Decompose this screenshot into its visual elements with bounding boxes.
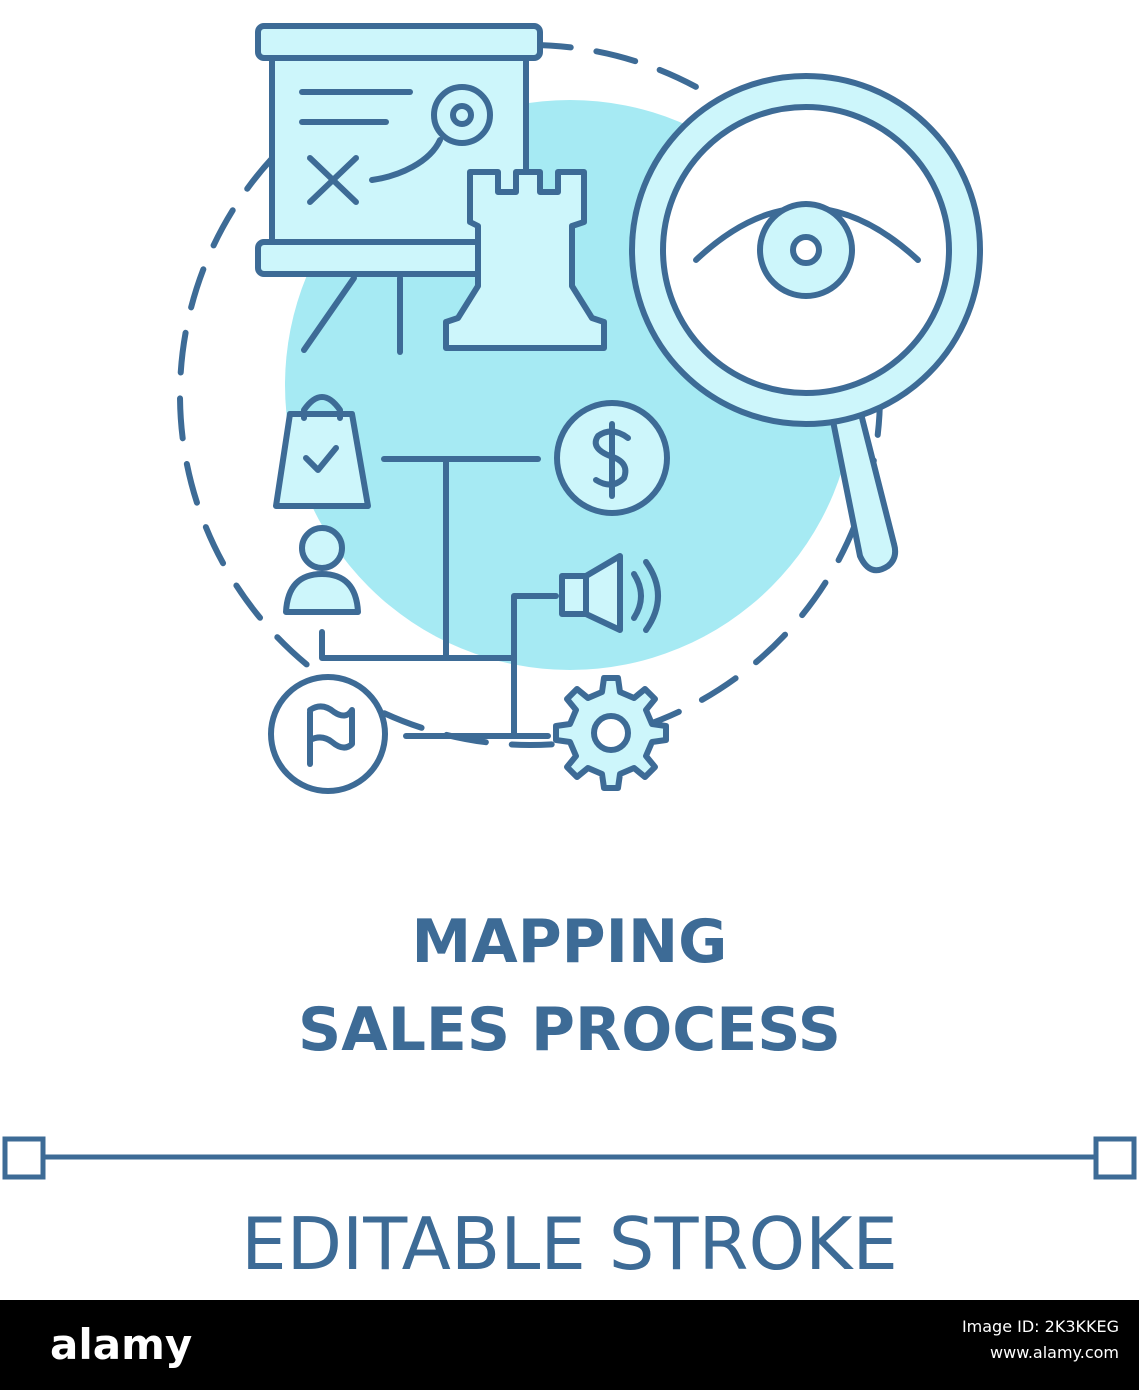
image-id: Image ID: 2K3KKEG [961,1317,1119,1336]
magnifier-eye-icon [629,73,983,574]
gear-icon [553,675,669,791]
process-connectors [319,456,559,739]
title-line-1: MAPPING [411,907,728,977]
footer-bar: alamy Image ID: 2K3KKEG www.alamy.com [0,1300,1139,1390]
site-url[interactable]: www.alamy.com [990,1343,1119,1362]
editable-stroke-line [2,1136,1137,1180]
footer-image-info: Image ID: 2K3KKEG www.alamy.com [962,1314,1119,1366]
stroke-handle-right [1093,1136,1137,1180]
customer-icon [283,525,361,615]
title-line-2: SALES PROCESS [298,995,841,1065]
illustration [2,23,1137,1180]
chess-rook-icon [443,169,607,351]
shopping-bag-icon [273,394,371,509]
megaphone-speaker-icon [559,553,661,633]
stroke-handle-left [2,1136,46,1180]
subtitle: EDITABLE STROKE [241,1202,898,1286]
footer-logo[interactable]: alamy [50,1320,193,1369]
dollar-coin-icon [554,400,670,516]
flag-icon [268,674,388,794]
